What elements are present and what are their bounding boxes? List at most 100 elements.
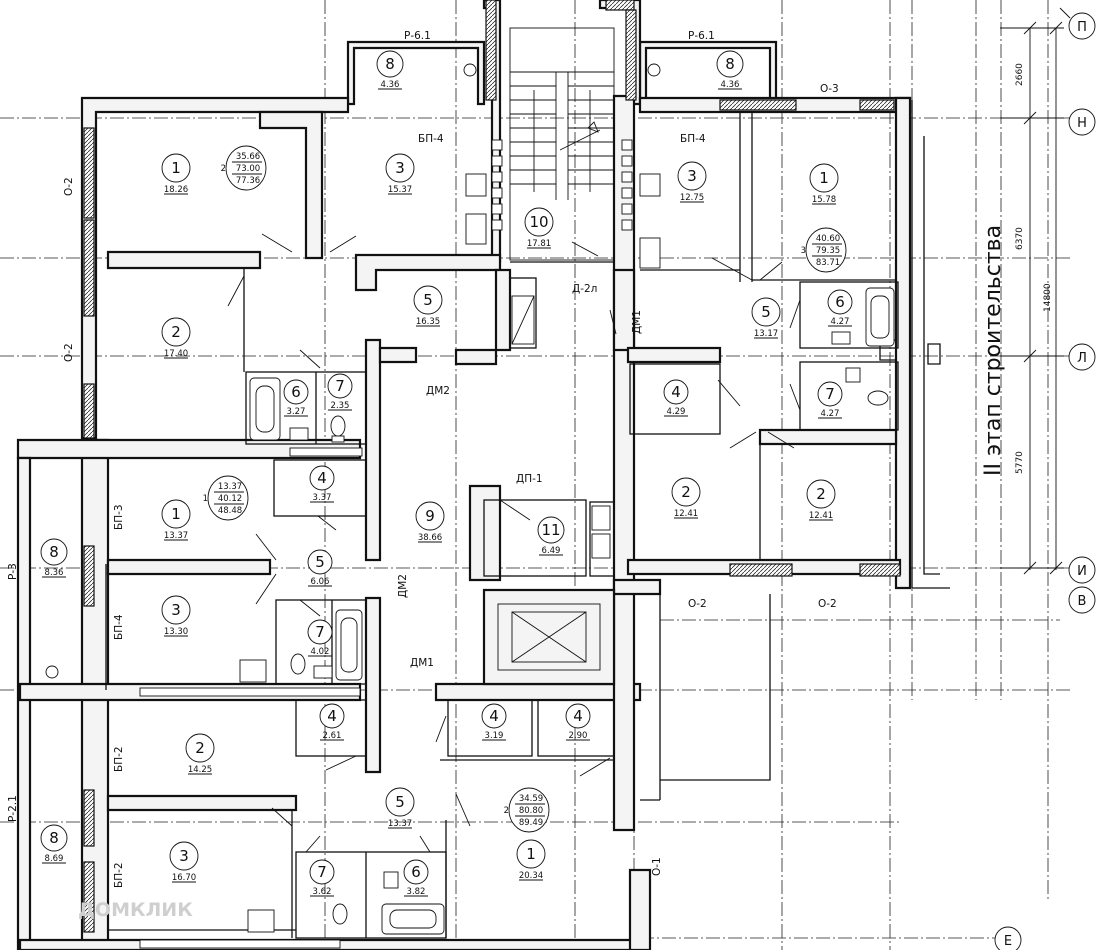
left-balconies xyxy=(30,63,661,701)
fixtures xyxy=(239,173,895,935)
room-circle xyxy=(537,516,565,544)
apartment-room-count: 2 xyxy=(504,806,509,816)
label-bp2a: БП-2 xyxy=(113,746,125,772)
label-d2l: Д-2л xyxy=(572,283,597,295)
room-circle xyxy=(283,379,309,405)
room-circle xyxy=(663,379,689,405)
room-circle xyxy=(481,703,507,729)
room-number: 4 xyxy=(671,383,681,401)
room-number: 2 xyxy=(681,483,691,501)
label-o3: О-3 xyxy=(820,83,839,95)
room-label: 513.37 xyxy=(385,787,415,829)
room-label: 44.29 xyxy=(663,379,689,417)
room-area: 4.36 xyxy=(721,80,740,90)
axis-letter-5: В xyxy=(1078,594,1087,609)
room-number: 3 xyxy=(395,159,405,177)
label-bp4c: БП-4 xyxy=(113,614,125,640)
room-label: 214.25 xyxy=(185,733,215,775)
room-area: 4.27 xyxy=(821,409,840,419)
room-circle xyxy=(827,289,853,315)
room-circle xyxy=(524,207,554,237)
room-circle xyxy=(161,317,191,347)
room-number: 8 xyxy=(49,543,59,561)
room-label: 84.36 xyxy=(376,50,404,90)
room-label: 115.78 xyxy=(809,163,839,205)
vent-blocks xyxy=(139,139,633,949)
room-number: 2 xyxy=(816,485,826,503)
dimension-labels: 2660 6370 14800 5770 xyxy=(1015,63,1053,474)
room-label: 88.36 xyxy=(40,538,68,578)
watermark: ДОМКЛИК xyxy=(78,899,193,921)
room-number: 4 xyxy=(317,469,327,487)
room-number: 5 xyxy=(423,291,433,309)
room-number: 8 xyxy=(49,829,59,847)
room-label: 316.70 xyxy=(169,841,199,883)
label-dm2a: ДМ2 xyxy=(426,385,450,397)
room-area: 13.30 xyxy=(164,627,188,637)
room-area: 4.36 xyxy=(381,80,400,90)
room-circle xyxy=(319,703,345,729)
apartment-room-count: 1 xyxy=(203,494,208,504)
apartment-area-with-balcony: 83.71 xyxy=(816,258,840,268)
room-circle xyxy=(161,595,191,625)
room-number: 4 xyxy=(573,707,583,725)
apartment-total-area: 80.80 xyxy=(519,806,543,816)
room-number: 3 xyxy=(179,847,189,865)
axis-letter-1: П xyxy=(1077,20,1087,35)
room-number: 9 xyxy=(425,507,435,525)
room-circle xyxy=(817,381,843,407)
label-o2d: О-2 xyxy=(818,598,837,610)
room-circle xyxy=(309,859,335,885)
room-number: 7 xyxy=(315,623,325,641)
label-r3: Р-3 xyxy=(7,563,19,580)
room-number: 5 xyxy=(315,553,325,571)
room-area: 20.34 xyxy=(519,871,543,881)
room-circle xyxy=(565,703,591,729)
room-area: 17.40 xyxy=(164,349,188,359)
apartment-room-count: 3 xyxy=(801,246,806,256)
room-area: 14.25 xyxy=(188,765,212,775)
room-circle xyxy=(413,285,443,315)
room-label: 43.19 xyxy=(481,703,507,741)
room-label: 212.41 xyxy=(806,479,836,521)
room-circle xyxy=(671,477,701,507)
room-circle xyxy=(376,50,404,78)
room-number: 8 xyxy=(725,55,735,73)
room-area: 17.81 xyxy=(527,239,551,249)
apartment-total-area: 79.35 xyxy=(816,246,840,256)
room-area: 2.35 xyxy=(331,401,350,411)
room-area: 3.37 xyxy=(313,493,332,503)
room-label: 84.36 xyxy=(716,50,744,90)
staircase xyxy=(509,27,615,261)
room-label: 74.02 xyxy=(307,619,333,657)
apartment-room-count: 2 xyxy=(221,164,226,174)
axis-bubbles xyxy=(994,7,1096,950)
room-area: 13.37 xyxy=(164,531,188,541)
room-number: 5 xyxy=(395,793,405,811)
room-label: 513.17 xyxy=(751,297,781,339)
room-number: 3 xyxy=(171,601,181,619)
room-circle xyxy=(161,153,191,183)
room-label: 120.34 xyxy=(516,839,546,881)
label-dm2b: ДМ2 xyxy=(397,574,409,598)
room-number: 1 xyxy=(171,505,181,523)
label-dm1a: ДМ1 xyxy=(631,310,643,334)
room-label: 74.27 xyxy=(817,381,843,419)
room-area: 8.69 xyxy=(45,854,64,864)
axis-letter-4: И xyxy=(1077,564,1087,579)
title-group: II этап строительства xyxy=(981,225,1006,476)
room-label: 63.27 xyxy=(283,379,309,417)
apartment-area-with-balcony: 77.36 xyxy=(236,176,260,186)
room-number: 5 xyxy=(761,303,771,321)
label-bp4a: БП-4 xyxy=(418,133,444,145)
room-label: 313.30 xyxy=(161,595,191,637)
room-area: 12.41 xyxy=(674,509,698,519)
room-area: 13.37 xyxy=(388,819,412,829)
room-number: 11 xyxy=(541,521,560,539)
room-area: 3.62 xyxy=(313,887,332,897)
room-area: 3.19 xyxy=(485,731,504,741)
room-area: 2.61 xyxy=(323,731,342,741)
dimension-3: 14800 xyxy=(1043,283,1053,312)
